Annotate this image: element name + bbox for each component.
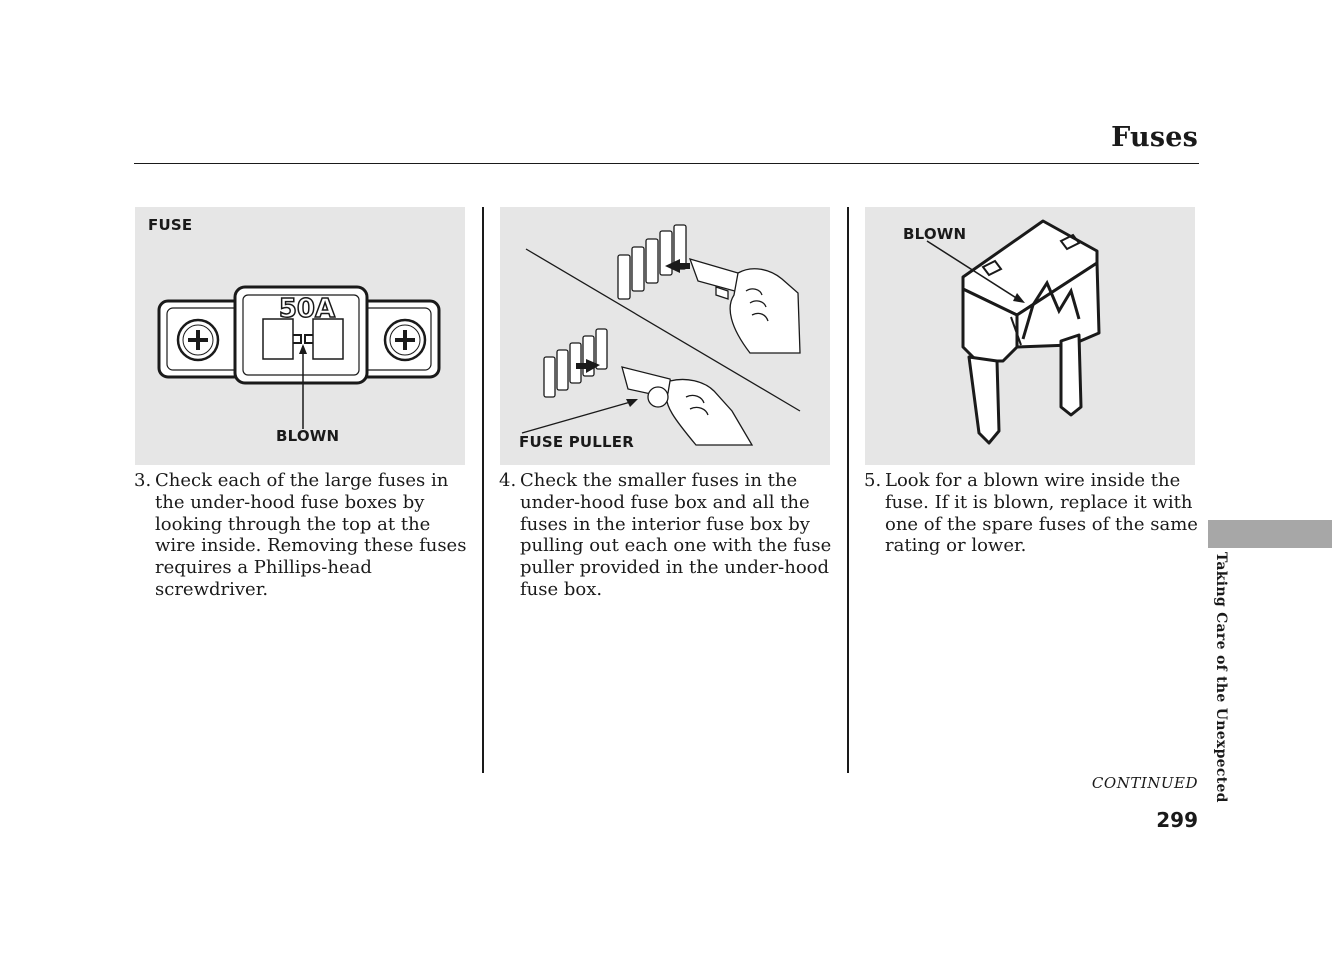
continued-note: CONTINUED (1091, 774, 1198, 792)
blade-fuse-figure: BLOWN (865, 207, 1195, 465)
step-text: Check the smaller fuses in the under-hoo… (520, 470, 832, 600)
step-number: 4. (499, 470, 517, 491)
page-title: Fuses (1111, 122, 1198, 153)
fuse-rating: 50A (279, 294, 335, 324)
section-label: Taking Care of the Unexpected (1213, 552, 1229, 803)
step-3: 3. Check each of the large fuses in the … (134, 470, 469, 601)
right-screw-icon (383, 318, 427, 362)
blown-label: BLOWN (276, 427, 340, 445)
fuse-puller-figure: FUSE PULLER (500, 207, 830, 465)
step-text: Look for a blown wire inside the fuse. I… (885, 470, 1198, 557)
large-fuse-figure: 50A FUSE BLOWN (135, 207, 465, 465)
blown-label: BLOWN (903, 225, 967, 243)
header-rule (134, 163, 1199, 164)
left-screw-icon (176, 318, 220, 362)
section-tab (1208, 520, 1332, 548)
large-fuse-illustration: 50A (157, 285, 441, 429)
step-text: Check each of the large fuses in the und… (155, 470, 467, 600)
step-number: 3. (134, 470, 152, 491)
page-number: 299 (1156, 808, 1198, 832)
fuse-label: FUSE (148, 216, 193, 234)
column-divider-left (482, 207, 484, 773)
step-4: 4. Check the smaller fuses in the under-… (499, 470, 834, 601)
step-number: 5. (864, 470, 882, 491)
blade-fuse-illustration (926, 219, 1101, 445)
fuse-puller-label: FUSE PULLER (519, 433, 634, 451)
step-5: 5. Look for a blown wire inside the fuse… (864, 470, 1199, 557)
column-divider-right (847, 207, 849, 773)
fuse-puller-illustration (521, 224, 801, 446)
